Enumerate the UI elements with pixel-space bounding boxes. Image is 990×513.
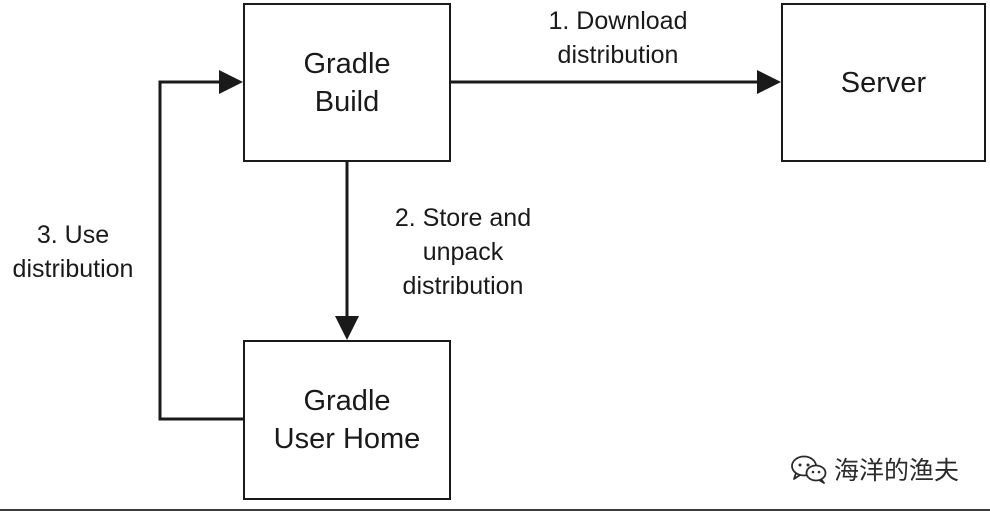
watermark-text: 海洋的渔夫 [834, 457, 960, 485]
node-gradle-build: Gradle Build [243, 3, 451, 162]
node-server-label: Server [840, 66, 927, 99]
node-gradle-build-label: Gradle Build [303, 47, 391, 118]
edge-label-store: 2. Store and unpack distribution [394, 204, 532, 300]
edge-label-download: 1. Download distribution [548, 7, 688, 69]
edge-store-arrow [335, 162, 359, 340]
watermark: 海洋的渔夫 [790, 451, 959, 487]
wechat-icon [791, 455, 827, 484]
edge-label-use: 3. Use distribution [12, 221, 134, 283]
node-gradle-user-home-label: Gradle User Home [273, 385, 421, 455]
edge-use-arrow [158, 70, 243, 421]
node-gradle-user-home: Gradle User Home [243, 340, 451, 500]
bottom-divider [0, 509, 990, 511]
node-server: Server [781, 3, 986, 162]
edge-download-arrow [451, 70, 781, 94]
